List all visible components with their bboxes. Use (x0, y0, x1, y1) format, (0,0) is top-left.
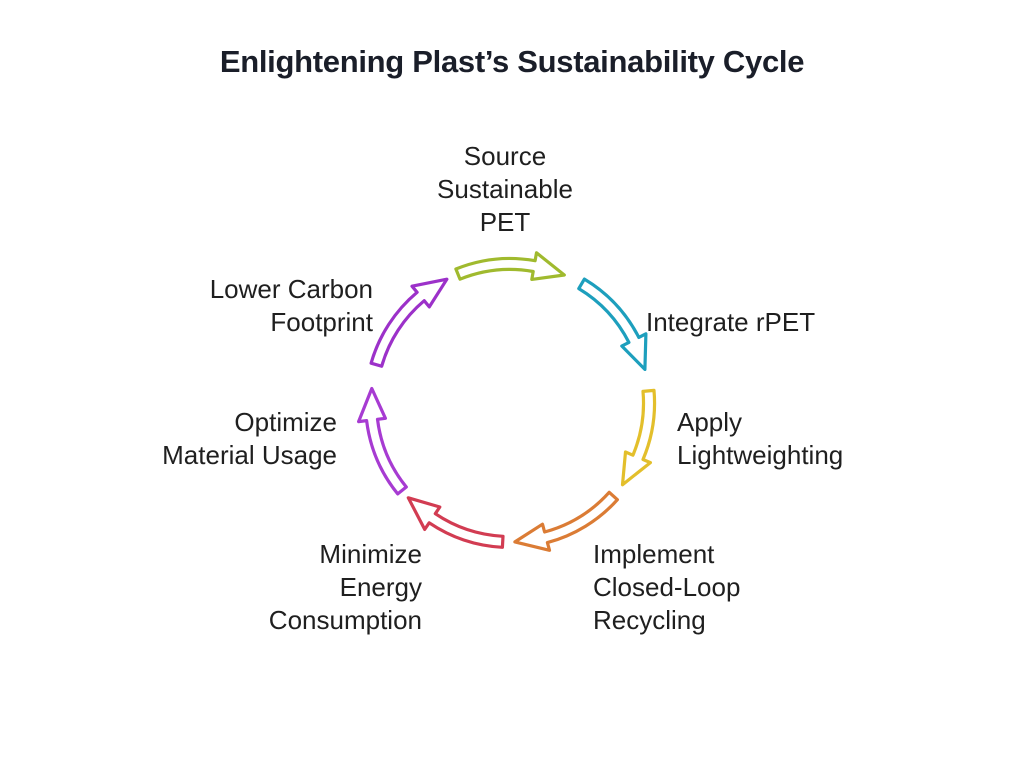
step-label-implement-closed-loop-recycling: Implement Closed-Loop Recycling (593, 539, 741, 635)
step-label-integrate-rpet: Integrate rPET (646, 307, 816, 337)
arrow-lower-to-source (369, 277, 449, 368)
arrow-apply-to-implement (620, 388, 657, 487)
step-label-minimize-energy-consumption: Minimize Energy Consumption (268, 539, 422, 635)
step-label-source-sustainable-pet: Source Sustainable PET (437, 141, 573, 237)
arrow-minimize-to-optimize (406, 496, 505, 549)
step-label-optimize-material-usage: Optimize Material Usage (162, 407, 337, 470)
step-label-apply-lightweighting: Apply Lightweighting (677, 407, 844, 470)
page-title: Enlightening Plast’s Sustainability Cycl… (219, 44, 805, 79)
step-label-lower-carbon-footprint: Lower Carbon Footprint (209, 274, 373, 337)
arrow-implement-to-minimize (513, 490, 619, 552)
arrow-integrate-to-apply (577, 277, 648, 371)
arrow-optimize-to-lower (357, 386, 408, 496)
arrow-source-to-integrate (454, 251, 566, 281)
